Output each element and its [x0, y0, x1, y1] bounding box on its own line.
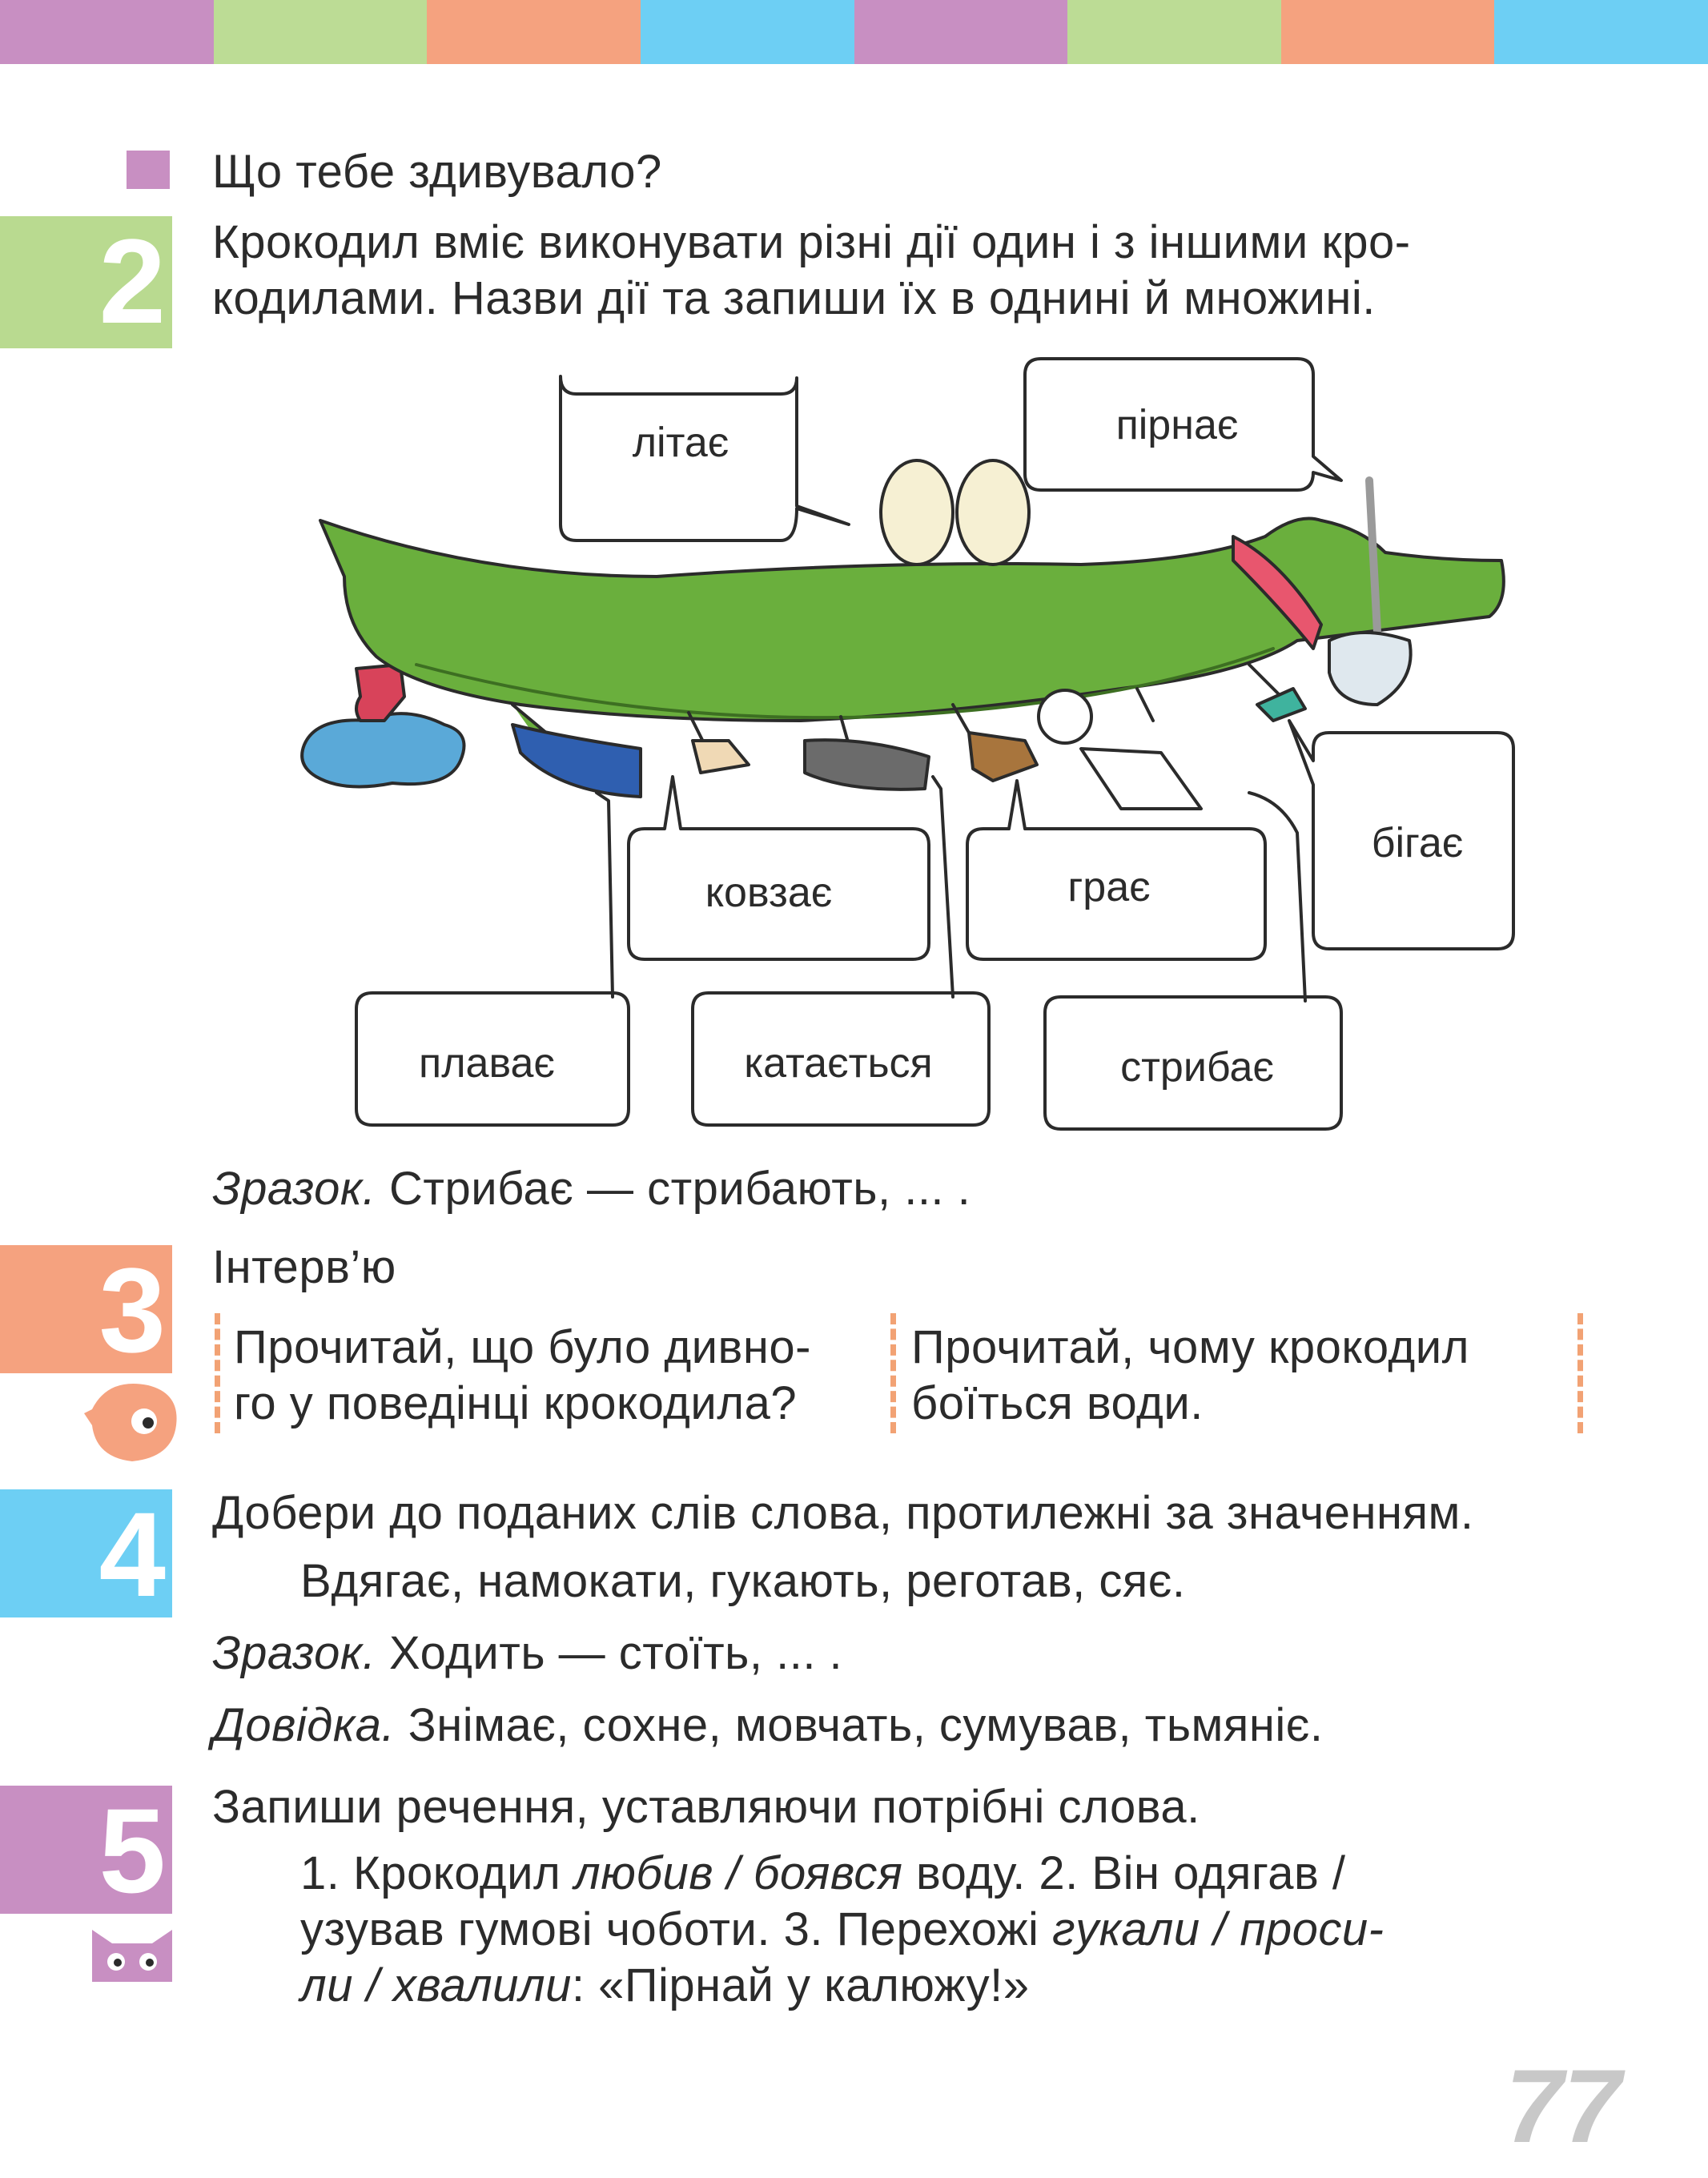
sentence-part: 1. Крокодил	[300, 1847, 574, 1899]
bubble-kataietsia	[691, 991, 991, 1127]
sentence-choice: ли / хвалили	[300, 1959, 572, 2011]
sample-label: Зразок.	[212, 1163, 376, 1215]
crocodile-illustration: літає пірнає ковзає грає бігає плаває ка…	[300, 357, 1515, 1131]
strip-segment	[640, 0, 854, 64]
sentence-choice: любив / боявся	[574, 1847, 903, 1899]
flipper-icon	[511, 723, 642, 798]
strip-segment	[1067, 0, 1281, 64]
croc-leg	[951, 703, 971, 734]
bubble-kovzaie	[627, 775, 930, 961]
cat-icon	[92, 1930, 172, 1982]
bubble-hraie	[966, 779, 1267, 961]
bubble-strybaie-text: стрибає	[1120, 1044, 1274, 1091]
pointer-line	[1248, 791, 1307, 1003]
strip-segment	[213, 0, 428, 64]
bird-icon	[84, 1384, 177, 1461]
sample-label: Зразок.	[212, 1627, 376, 1679]
sentence-part: воду. 2. Він одягав /	[902, 1847, 1346, 1899]
task3-right-line1: Прочитай, чому крокодил	[911, 1321, 1469, 1373]
task3-right-line2: боїться води.	[911, 1377, 1204, 1429]
task3-title: Інтерв’ю	[212, 1241, 396, 1293]
task5-sentence-line2: узував гумові чоботи. 3. Перехожі гукали…	[300, 1902, 1384, 1958]
interview-divider	[1577, 1313, 1583, 1433]
bubble-hraie-text: грає	[1067, 864, 1150, 910]
pointer-line	[931, 775, 954, 999]
hopscotch-icon	[1079, 747, 1203, 810]
task3-left-line1: Прочитай, що було дивно-	[234, 1321, 811, 1373]
bubble-bihaie	[1288, 719, 1515, 950]
task5-sentence-line1: 1. Крокодил любив / боявся воду. 2. Він …	[300, 1846, 1346, 1902]
task5-line1: Запиши речення, уставляючи потрібні слов…	[212, 1781, 1200, 1833]
sentence-part: узував гумові чоботи. 3. Перехожі	[300, 1903, 1053, 1955]
bubble-litaie-text: літає	[633, 420, 729, 466]
croc-leg	[1248, 663, 1283, 698]
strip-segment	[0, 0, 214, 64]
bubble-pirnaie-text: пірнає	[1116, 402, 1239, 448]
task2-line2: кодилами. Назви дії та запиши їх в однин…	[212, 272, 1376, 324]
task2-line1: Крокодил вміє виконувати різні дії один …	[212, 216, 1411, 268]
bubble-plavaie-text: плаває	[419, 1040, 555, 1087]
sample-text: Стрибає — стрибають, ... .	[389, 1163, 971, 1215]
bubble-kataietsia-text: катається	[744, 1040, 932, 1087]
task-number-2: 2	[0, 216, 172, 348]
page-number: 77	[1505, 2047, 1622, 2164]
interview-divider	[890, 1313, 896, 1433]
football-icon	[1037, 689, 1093, 745]
bubble-kovzaie-text: ковзає	[705, 870, 833, 916]
interview-divider	[215, 1313, 220, 1433]
task-number-3: 3	[0, 1245, 172, 1375]
question-text: Що тебе здивувало?	[212, 146, 662, 198]
question-square-marker	[127, 151, 170, 189]
bubble-bihaie-text: бігає	[1372, 820, 1464, 866]
ice-skate-icon	[691, 739, 750, 774]
task4-line1: Добери до поданих слів слова, протилежні…	[212, 1487, 1474, 1539]
diving-mask-icon	[1328, 631, 1413, 706]
task-number-4: 4	[0, 1489, 172, 1619]
crocodile-belly	[415, 647, 1275, 720]
bubble-litaie	[559, 375, 850, 542]
bubble-plavaie	[355, 991, 630, 1127]
strip-segment	[1494, 0, 1708, 64]
task3-left-line2: го у поведінці крокодила?	[234, 1377, 798, 1429]
strip-segment	[854, 0, 1068, 64]
task-number-5: 5	[0, 1786, 172, 1915]
shoe-icon	[1256, 687, 1307, 722]
scarf-icon	[1232, 535, 1323, 650]
task4-help: Довідка. Знімає, сохне, мовчать, сумував…	[212, 1698, 1323, 1754]
snorkel-icon	[1365, 476, 1381, 637]
bubble-strybaie	[1043, 995, 1343, 1131]
task4-sample: Зразок. Ходить — стоїть, ... .	[212, 1625, 842, 1682]
task5-sentence-line3: ли / хвалили: «Пірнай у калюжу!»	[300, 1958, 1030, 2014]
help-text: Знімає, сохне, мовчать, сумував, тьмяніє…	[408, 1699, 1324, 1751]
task2-sample: Зразок. Стрибає — стрибають, ... .	[212, 1161, 971, 1217]
croc-leg	[1135, 687, 1155, 722]
puddle	[300, 712, 466, 789]
help-label: Довідка.	[212, 1699, 396, 1751]
strip-segment	[1280, 0, 1495, 64]
football-boot-icon	[967, 731, 1039, 782]
wing-icon	[955, 459, 1031, 566]
sentence-part: : «Пірнай у калюжу!»	[571, 1959, 1030, 2011]
bubble-pirnaie	[1023, 357, 1343, 492]
task4-words: Вдягає, намокати, гукають, реготав, сяє.	[300, 1555, 1186, 1607]
sample-text: Ходить — стоїть, ... .	[389, 1627, 843, 1679]
rubber-boot-icon	[355, 663, 406, 722]
pointer-line	[595, 791, 614, 999]
top-color-strip	[0, 0, 1708, 64]
wing-icon	[879, 459, 954, 566]
sentence-choice: гукали / проси-	[1052, 1903, 1384, 1955]
sneaker-icon	[803, 738, 930, 791]
strip-segment	[427, 0, 641, 64]
